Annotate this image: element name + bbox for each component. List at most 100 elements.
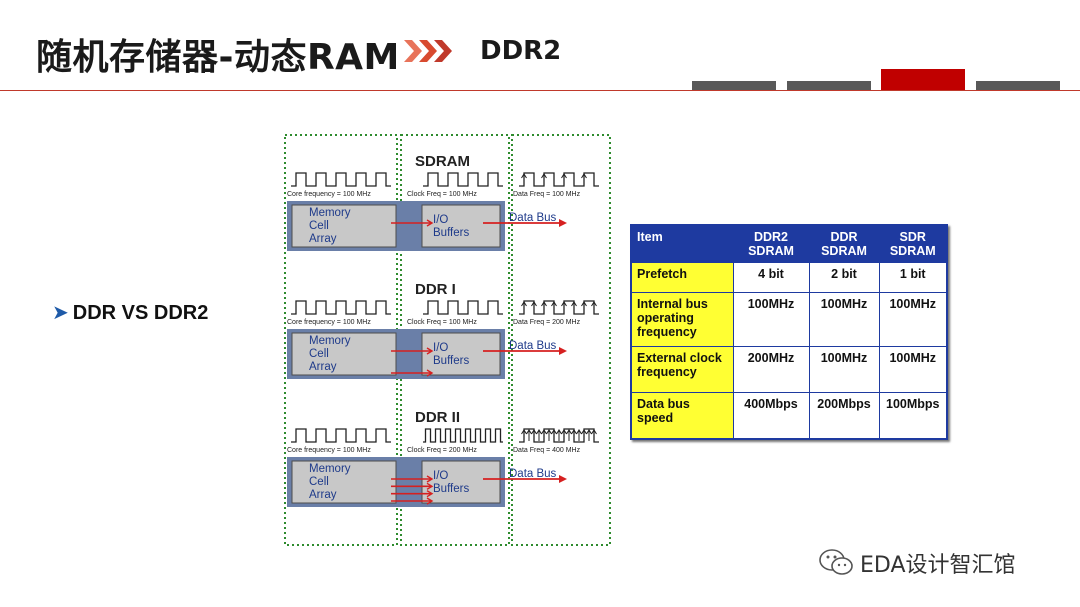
header-segment-2: [787, 81, 871, 90]
io-buffers-block: [421, 204, 501, 248]
clock-frequency-label: Clock Freq = 100 MHz: [407, 191, 477, 198]
sample-arrow: [591, 301, 597, 313]
sample-arrow: [546, 429, 552, 441]
header-rule: [0, 90, 1080, 91]
core-frequency-label: Core frequency = 100 MHz: [287, 447, 371, 454]
memory-label-line: Cell: [309, 220, 329, 232]
data-bus-arrowhead: [559, 475, 567, 483]
sample-arrow: [531, 301, 537, 313]
data-bus-arrowhead: [559, 219, 567, 227]
sample-arrow: [526, 429, 532, 441]
sample-arrow: [566, 429, 572, 441]
cell: 100MHz: [878, 292, 948, 347]
watermark-text: EDA设计智汇馆: [860, 553, 1016, 578]
sample-arrow: [536, 429, 542, 441]
header-segment-4: [976, 81, 1060, 90]
sample-arrow: [561, 429, 567, 441]
sample-arrow: [551, 429, 557, 441]
io-clock-waveform: [423, 428, 503, 443]
memory-label-line: Cell: [309, 348, 329, 360]
slide-subtitle: DDR2: [480, 36, 562, 66]
io-label-line: Buffers: [433, 355, 469, 367]
bullet-arrow-icon: ➤: [52, 302, 69, 324]
sample-arrow: [586, 429, 592, 441]
sample-arrow: [556, 429, 562, 441]
wechat-icon: [819, 549, 853, 575]
lane-arrowhead: [426, 347, 434, 355]
core-clock-waveform: [291, 172, 391, 187]
data-bus-label: Data Bus: [509, 468, 557, 480]
data-clock-waveform: [519, 428, 599, 443]
data-clock-waveform: [519, 172, 599, 187]
cell: 200Mbps: [808, 392, 880, 439]
core-clock-waveform: [291, 428, 391, 443]
sample-arrow: [576, 429, 582, 441]
memory-label-line: Array: [309, 489, 337, 501]
data-frequency-label: Data Freq = 400 MHz: [513, 447, 581, 454]
cell: 400Mbps: [732, 392, 810, 439]
diagram-section-3: DDR II Core frequency = 100 MHz Clock Freq…: [287, 409, 599, 507]
lane-arrowhead: [426, 490, 434, 498]
cell: 100MHz: [808, 346, 880, 393]
sample-arrow: [571, 429, 577, 441]
row-label: Prefetch: [630, 262, 734, 293]
sample-arrow: [591, 429, 597, 441]
data-bus-label: Data Bus: [509, 340, 557, 352]
sample-arrow: [541, 301, 547, 313]
cell: 100MHz: [732, 292, 810, 347]
io-label-line: I/O: [433, 470, 448, 482]
sample-arrow: [541, 429, 547, 441]
memory-label-line: Array: [309, 233, 337, 245]
lane-arrowhead: [426, 497, 434, 505]
io-buffers-block: [421, 332, 501, 376]
sample-arrow: [521, 429, 527, 441]
io-label-line: Buffers: [433, 227, 469, 239]
header-segment-1: [692, 81, 776, 90]
sample-arrow: [561, 301, 567, 313]
sample-arrow: [521, 301, 527, 313]
core-frequency-label: Core frequency = 100 MHz: [287, 191, 371, 198]
io-label-line: I/O: [433, 214, 448, 226]
memory-cell-array-block: [291, 204, 397, 248]
data-bus-label: Data Bus: [509, 212, 557, 224]
sample-arrow: [541, 173, 547, 185]
clock-frequency-label: Clock Freq = 200 MHz: [407, 447, 477, 454]
memory-cell-array-block: [291, 332, 397, 376]
section-title: DDR II: [415, 409, 460, 426]
column-frame-data: [511, 134, 611, 546]
bullet-point: ➤DDR VS DDR2: [52, 300, 208, 325]
header-segment-3-active: [881, 69, 965, 90]
data-frequency-label: Data Freq = 100 MHz: [513, 191, 581, 198]
clock-frequency-label: Clock Freq = 100 MHz: [407, 319, 477, 326]
io-clock-waveform: [423, 300, 503, 315]
cell: 100MHz: [878, 346, 948, 393]
sample-arrow: [571, 301, 577, 313]
cell: 200MHz: [732, 346, 810, 393]
cell: 100MHz: [808, 292, 880, 347]
core-frequency-label: Core frequency = 100 MHz: [287, 319, 371, 326]
io-label-line: Buffers: [433, 483, 469, 495]
table-row: Prefetch 4 bit 2 bit 1 bit: [630, 262, 948, 293]
core-clock-waveform: [291, 300, 391, 315]
memory-label-line: Array: [309, 361, 337, 373]
lane-arrowhead: [426, 369, 434, 377]
watermark: EDA设计智汇馆: [818, 547, 1016, 579]
lane-arrowhead: [426, 475, 434, 483]
io-buffers-block: [421, 460, 501, 504]
bullet-text: DDR VS DDR2: [72, 302, 209, 324]
cell: 4 bit: [732, 262, 810, 293]
cell: 100Mbps: [878, 392, 948, 439]
data-clock-waveform: [519, 300, 599, 315]
sample-arrow: [581, 173, 587, 185]
data-bus-arrowhead: [559, 347, 567, 355]
